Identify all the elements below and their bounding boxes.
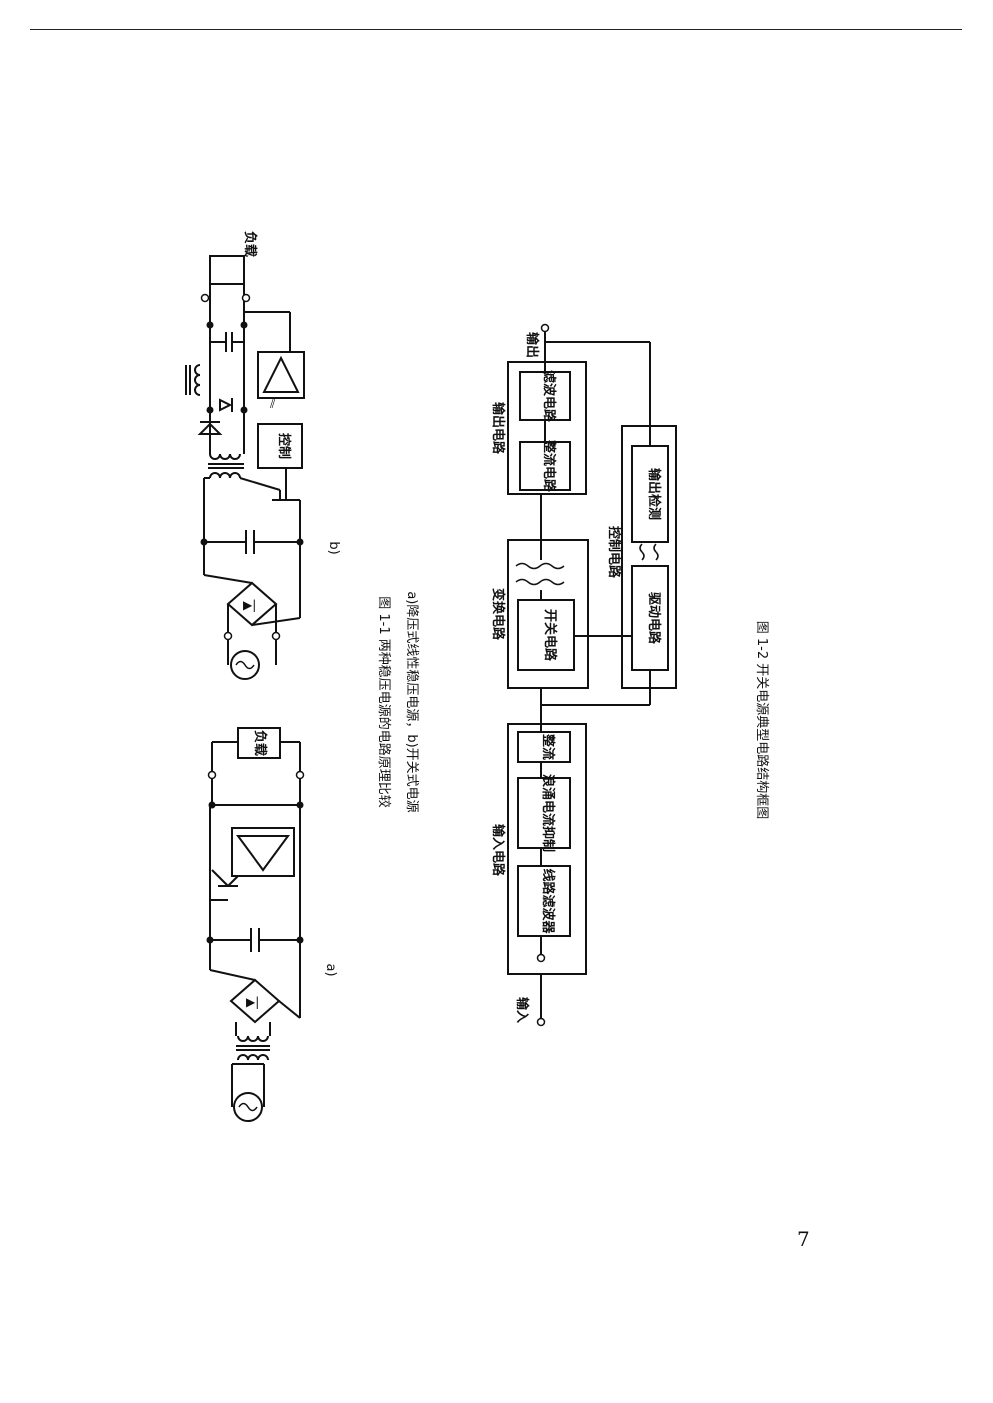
figure-1-1a-circuit: ▶| 负载 a) <box>206 727 338 1122</box>
bridge-rectifier-icon <box>229 978 281 1024</box>
isolation-link-icon <box>639 543 645 561</box>
switch-circuit-box <box>517 599 575 671</box>
load-box-b <box>209 255 245 285</box>
drive-circuit-label: 驱动电路 <box>646 592 662 645</box>
load-box-a <box>237 727 281 759</box>
input-circuit-label: 输入电路 <box>490 824 506 877</box>
input-label: 输入 <box>514 997 530 1023</box>
control-label: 控制 <box>276 433 292 459</box>
load-label-a: 负载 <box>252 730 268 756</box>
subcaption-b: b) <box>326 541 341 554</box>
filter-out-box <box>519 371 571 421</box>
output-detect-label: 输出检测 <box>646 468 662 520</box>
surge-suppression-box <box>517 777 571 849</box>
input-circuit-frame <box>507 723 587 975</box>
hf-transformer-icon <box>204 453 244 479</box>
ac-source-icon-b <box>230 650 260 680</box>
control-box <box>257 423 303 469</box>
rectifier-out-label: 整流电路 <box>541 439 557 493</box>
figure-1-2-diagram: 输入 输入电路 线路滤波器 浪涌电流抑制 整流 变换电路 开关电路 输出电路 整… <box>490 323 677 1027</box>
switch-circuit-label: 开关电路 <box>542 609 558 662</box>
amplifier-icon <box>236 835 290 872</box>
line-filter-label: 线路滤波器 <box>540 868 556 934</box>
filter-out-label: 滤波电路 <box>541 370 557 423</box>
header-rule <box>30 29 962 30</box>
figure-1-2-caption: 图 1-2 开关电源典型电路结构框图 <box>754 621 770 820</box>
bridge-diodes-icon: ▶| <box>246 995 259 1009</box>
rectifier-in-box <box>517 731 571 763</box>
line-filter-box <box>517 865 571 937</box>
sine-icon <box>238 1102 258 1112</box>
optocoupler-icon: ⫽ <box>269 397 276 411</box>
conversion-circuit-frame <box>507 539 589 689</box>
transformer-icon <box>236 1035 270 1061</box>
load-label-b: 负载 <box>242 231 258 257</box>
diode-icon-1 <box>197 422 223 435</box>
switch-transistor-icon <box>272 480 300 501</box>
control-circuit-label: 控制电路 <box>606 526 622 579</box>
bridge-diodes-icon-b: ▶| <box>243 598 256 612</box>
figure-1-1-caption-line1: 图 1-1 两种稳压电源的电路原理比较 <box>376 596 392 808</box>
subcaption-a: a) <box>323 963 338 976</box>
output-terminal <box>540 323 550 333</box>
rectifier-in-label: 整流 <box>540 733 556 760</box>
figure-1-1-caption-line2: a)降压式线性稳压电源，b)开关式电源 <box>404 591 420 812</box>
input-terminal <box>536 1017 546 1027</box>
figure-1-1b-circuit: ▶| 控制 ⫽ <box>185 231 341 680</box>
inductor-icon <box>194 364 201 396</box>
output-label: 输出 <box>524 332 540 358</box>
diode-icon-2 <box>219 398 233 412</box>
rectifier-out-box <box>519 441 571 491</box>
surge-suppression-label: 浪涌电流抑制 <box>540 774 556 852</box>
page-number: 7 <box>797 1227 810 1251</box>
output-detect-box <box>631 445 669 543</box>
transformer-coil-icon <box>515 578 565 586</box>
amplifier-icon-b <box>262 355 300 393</box>
conversion-circuit-label: 变换电路 <box>490 588 506 641</box>
output-circuit-label: 输出电路 <box>490 402 506 455</box>
ac-source-icon <box>233 1092 263 1122</box>
output-circuit-frame <box>507 361 587 495</box>
sine-icon-b <box>235 660 255 670</box>
